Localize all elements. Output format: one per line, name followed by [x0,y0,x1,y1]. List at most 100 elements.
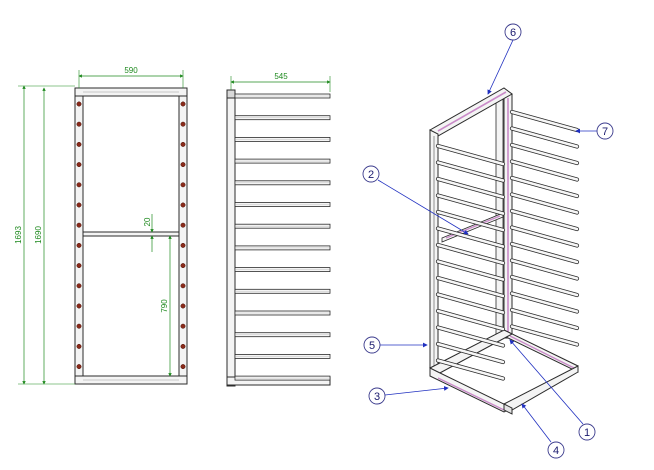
mounting-hole [76,242,82,248]
side-rail [234,310,331,316]
mounting-hole [76,263,82,269]
iso-left-rail [435,325,506,348]
front-view [74,87,188,385]
iso-bottom-right-beam [503,365,579,411]
dim-width-590: 590 [124,66,138,75]
iso-right-rail [509,208,580,232]
mounting-hole [180,343,186,349]
iso-right-rail [509,291,580,314]
side-post-cap [226,89,236,99]
dim-depth-545: 545 [274,72,288,81]
iso-left-rail [435,176,506,200]
balloon-1-label: 1 [584,427,590,439]
iso-right-rail [509,241,580,265]
mounting-hole [76,182,82,188]
mounting-hole [180,162,186,168]
mounting-hole [76,343,82,349]
iso-left-rail [435,242,506,266]
mounting-hole [180,242,186,248]
side-rail [234,180,331,186]
iso-rails [435,109,580,381]
front-middle-crossbar [82,231,180,237]
side-rail [234,223,331,229]
mounting-hole [76,303,82,309]
iso-left-rail [435,308,506,332]
callouts: 6 7 2 5 3 1 4 [362,23,614,459]
mounting-hole [76,101,82,107]
iso-right-rail [509,126,580,149]
front-dimensions: 590 1693 1690 20 790 [14,66,184,385]
side-rail [234,158,331,164]
side-rail [234,245,331,251]
mounting-hole [180,101,186,107]
iso-front-right-foot [503,403,513,415]
mounting-hole [76,364,82,370]
iso-right-rail [509,175,580,199]
balloon-5 [363,336,381,354]
side-rail [234,202,331,207]
iso-left-rail [435,209,506,233]
mounting-hole [180,121,186,127]
balloon-1 [578,423,596,441]
dim-crossbar-20: 20 [143,217,152,226]
mounting-hole [180,222,186,228]
iso-right-rail [509,307,580,331]
front-right-post [178,87,188,385]
iso-left-rail [435,259,506,282]
mounting-hole [180,364,186,370]
side-rail [234,267,331,273]
iso-left-rail [435,193,506,216]
balloon-4 [547,441,565,459]
dim-crossbar-790: 790 [160,299,169,313]
iso-left-rail [435,226,506,249]
iso-right-rail [509,192,580,215]
balloon-2-label: 2 [368,169,374,181]
side-rail [234,288,331,294]
balloon-3-label: 3 [374,391,380,403]
balloon-2 [362,165,380,183]
mounting-hole [180,263,186,269]
mounting-holes [76,101,186,370]
iso-left-rail [435,143,506,167]
iso-left-rail [435,358,506,381]
side-rail [234,332,331,338]
side-rail [234,93,331,99]
iso-right-rail [509,225,580,248]
dim-height-1690: 1690 [34,226,43,244]
balloon-7-label: 7 [602,126,608,138]
balloon-6-label: 6 [510,27,516,39]
mounting-hole [180,323,186,329]
mounting-hole [76,121,82,127]
side-rail [234,136,331,142]
mounting-hole [180,303,186,309]
side-rail [234,375,331,381]
side-rail [234,115,331,121]
mounting-hole [180,202,186,208]
mounting-hole [180,283,186,289]
side-rail [234,353,331,359]
iso-right-rail [509,109,580,133]
iso-left-rail [435,275,506,299]
isometric-view [429,87,580,415]
iso-right-rail [509,324,580,347]
balloon-7 [596,122,614,140]
balloon-6 [504,23,522,41]
iso-left-rail [435,292,506,315]
iso-right-rail [509,159,580,182]
iso-right-rail [509,274,580,298]
mounting-hole [180,141,186,147]
mounting-hole [76,141,82,147]
side-post [226,89,236,387]
mounting-hole [76,222,82,228]
iso-right-rail [509,258,580,281]
iso-right-rail [509,142,580,166]
balloon-4-label: 4 [553,445,559,457]
side-view [226,89,331,387]
side-dimensions: 545 [230,72,331,92]
mounting-hole [76,162,82,168]
mounting-hole [76,283,82,289]
side-rails [234,93,331,381]
iso-left-rail [435,341,506,365]
dim-height-1693: 1693 [14,226,23,244]
